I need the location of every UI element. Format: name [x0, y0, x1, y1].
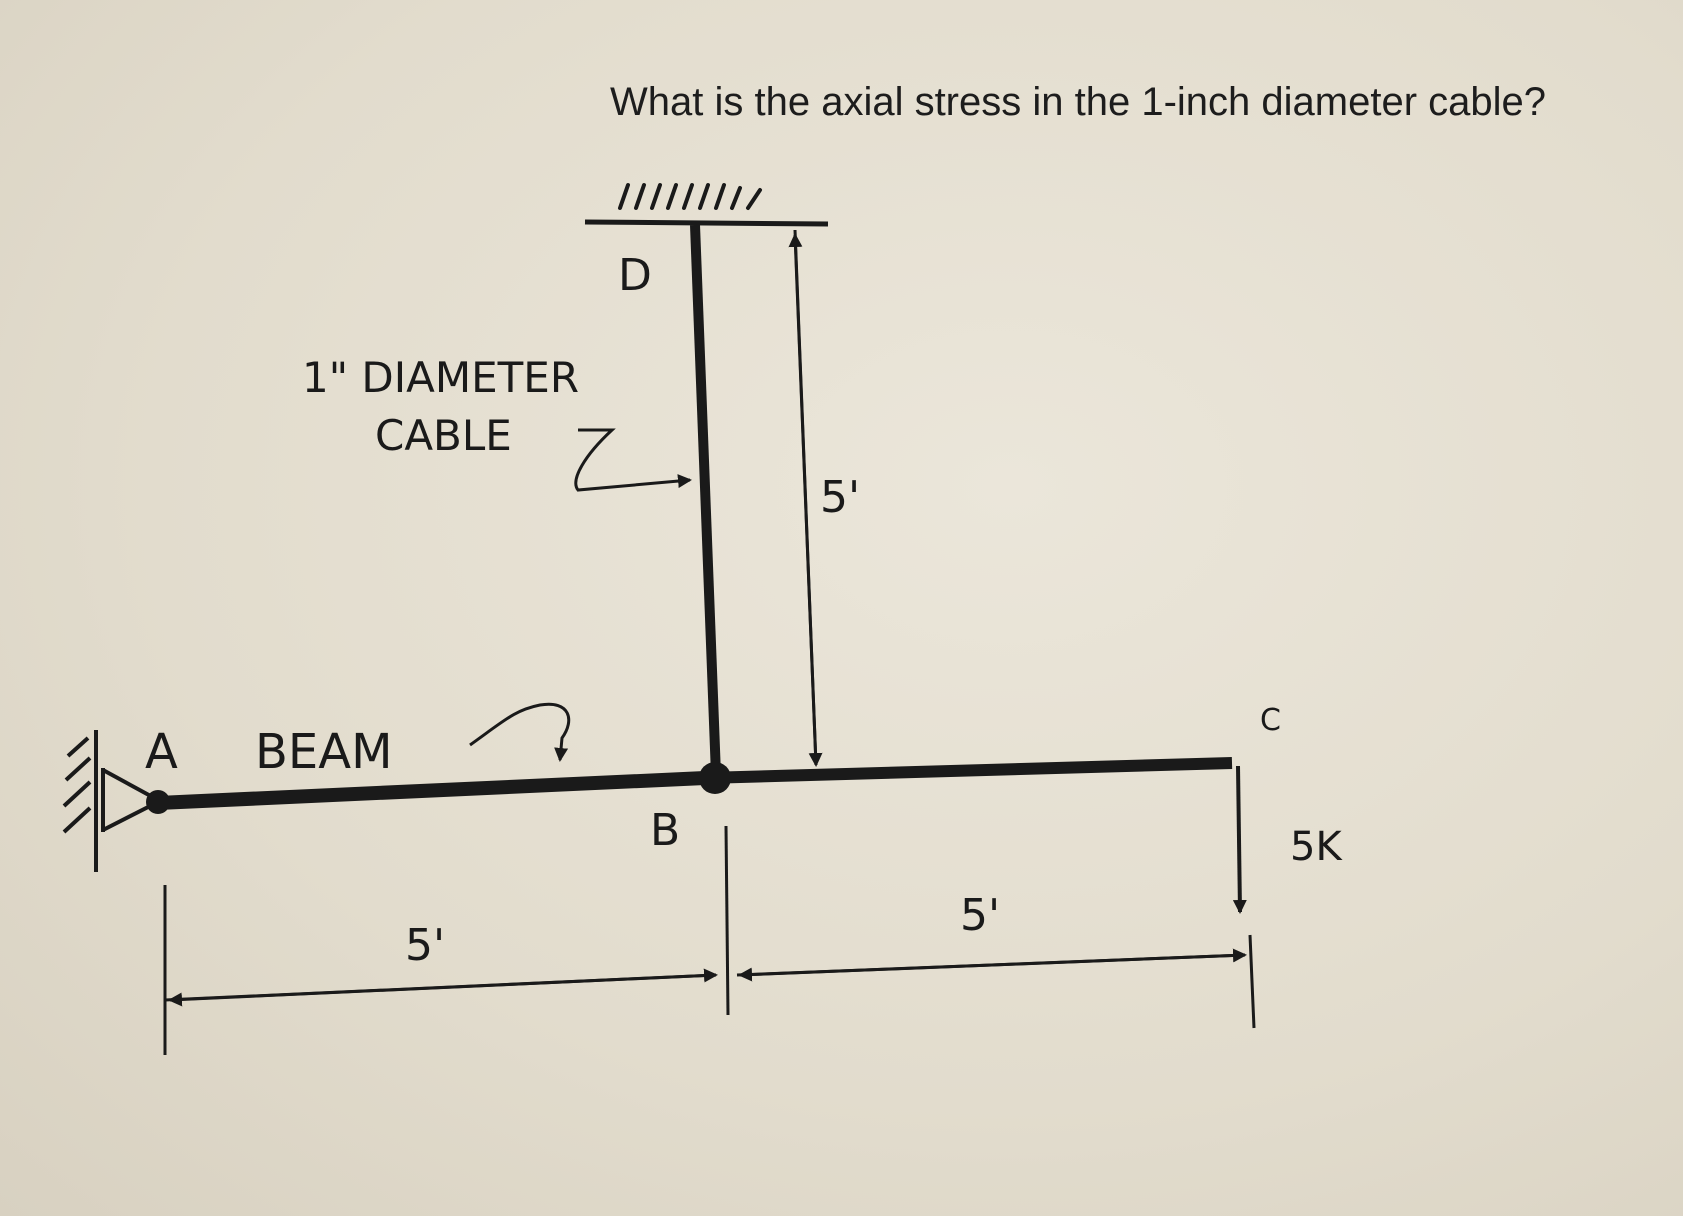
beam-ac: [157, 757, 1233, 810]
question-text: What is the axial stress in the 1-inch d…: [610, 80, 1546, 124]
span-dimension: [163, 825, 1256, 1055]
label-span-bc: 5': [960, 890, 1000, 941]
cable-length-dimension: [788, 229, 823, 767]
label-b: B: [650, 805, 680, 856]
cable-db: [690, 224, 721, 776]
load-arrow: [1232, 765, 1247, 914]
label-a: A: [145, 724, 178, 780]
label-d: D: [618, 250, 652, 301]
cable-label-leader: [574, 428, 692, 492]
label-c: C: [1260, 703, 1281, 738]
ceiling-support: [584, 183, 829, 227]
label-load: 5K: [1290, 824, 1343, 870]
beam-label-leader: [469, 702, 571, 762]
label-span-ab: 5': [405, 920, 445, 971]
label-cable-length: 5': [820, 472, 860, 523]
label-cable-line1: 1" DIAMETER: [302, 353, 579, 402]
pin-support-a: [62, 730, 170, 872]
joint-b: [699, 762, 731, 794]
label-beam: BEAM: [255, 724, 393, 780]
label-cable-line2: CABLE: [375, 411, 512, 460]
